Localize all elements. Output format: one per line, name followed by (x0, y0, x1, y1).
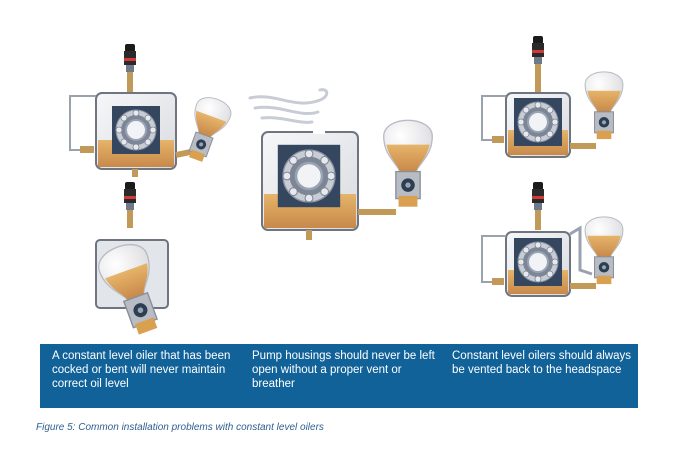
panel-vented-bottom (481, 182, 624, 297)
panel-cocked-housing (69, 44, 235, 177)
caption-vented-oiler: Constant level oilers should always be v… (452, 350, 631, 376)
caption-bar: A constant level oiler that has been coc… (40, 344, 638, 408)
figure-caption: Figure 5: Common installation problems w… (36, 422, 324, 433)
panel-vented-top (481, 36, 624, 158)
caption-cocked-oiler: A constant level oiler that has been coc… (52, 350, 231, 390)
panel-open-housing (248, 88, 433, 240)
caption-open-housing: Pump housings should never be left open … (252, 350, 435, 390)
panel-cocked-oiler-tilted (93, 182, 173, 341)
